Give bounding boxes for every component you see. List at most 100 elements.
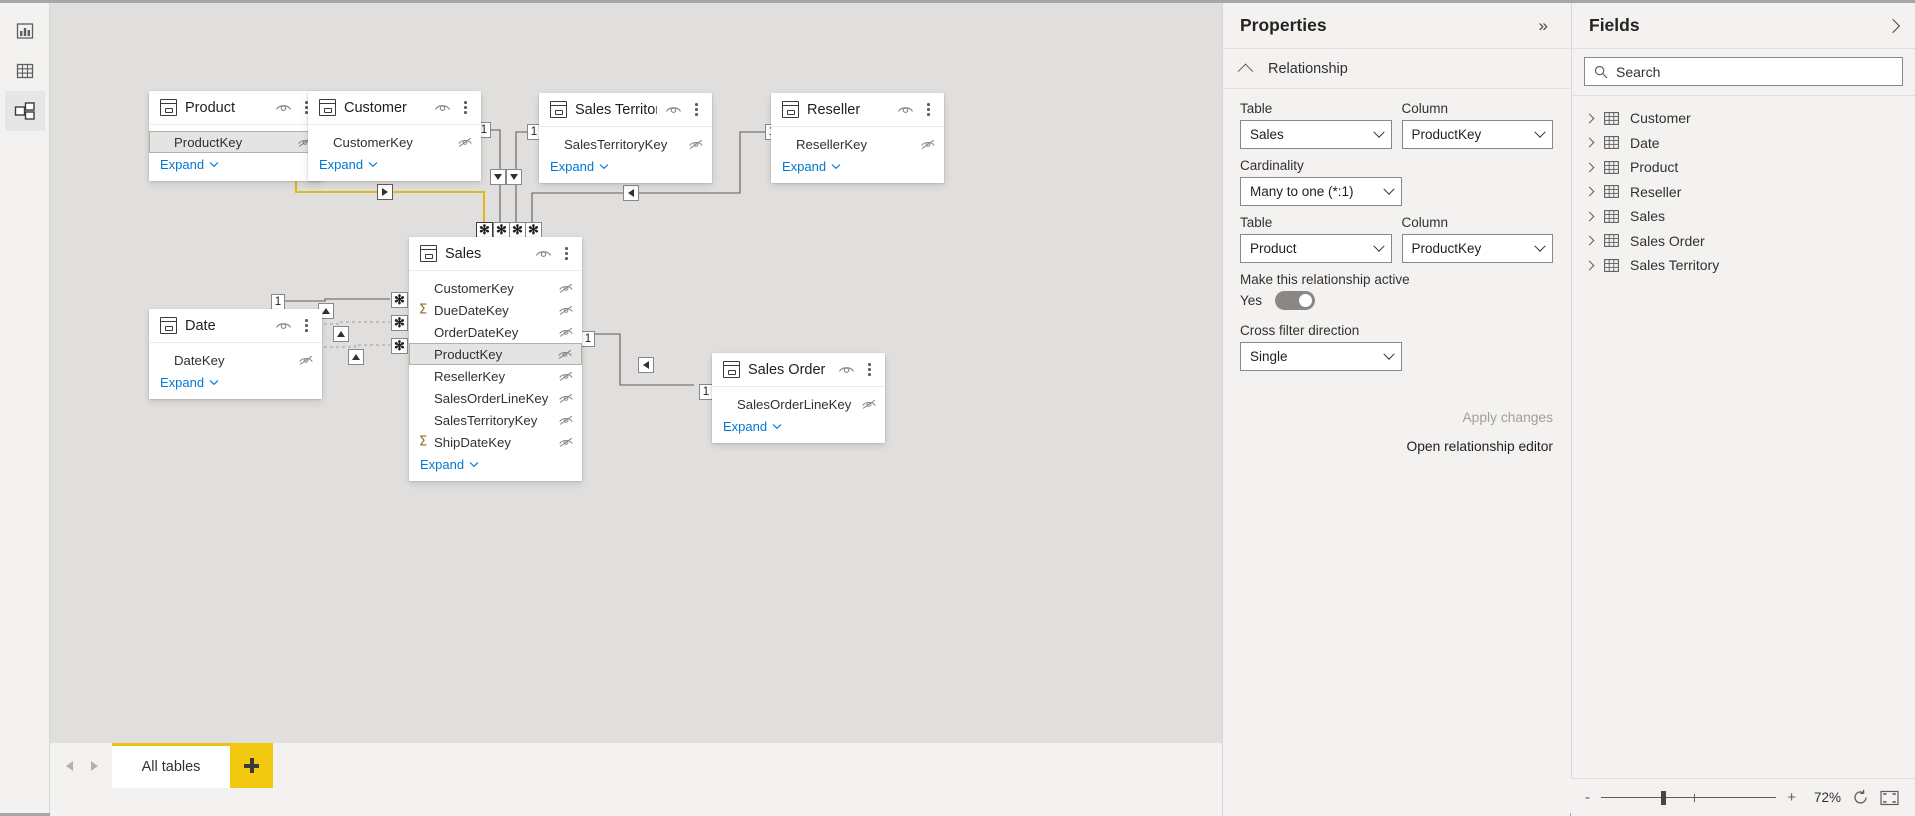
fields-tree-item-sales-territory[interactable]: Sales Territory (1572, 253, 1915, 278)
search-input[interactable] (1616, 63, 1893, 80)
hide-eye-icon[interactable] (275, 319, 292, 333)
field-row[interactable]: ProductKey (409, 343, 582, 365)
field-row[interactable]: ResellerKey (771, 133, 944, 155)
zoom-out-button[interactable]: - (1585, 789, 1590, 806)
zoom-slider[interactable] (1601, 790, 1777, 805)
hide-eye-icon[interactable] (434, 101, 451, 115)
chevron-right-icon[interactable] (1584, 113, 1595, 124)
hidden-eye-off-icon[interactable] (298, 354, 314, 367)
zoom-in-button[interactable]: + (1787, 789, 1796, 806)
sidebar-item-report-view[interactable] (5, 11, 45, 51)
expand-table-link[interactable]: Expand (308, 153, 481, 175)
table-card-header[interactable]: Product (149, 91, 322, 125)
to-table-select[interactable]: Product (1240, 234, 1392, 263)
collapse-properties-icon[interactable]: » (1538, 16, 1548, 35)
fields-tree-item-reseller[interactable]: Reseller (1572, 180, 1915, 205)
expand-table-link[interactable]: Expand (409, 453, 582, 475)
fields-tree-item-date[interactable]: Date (1572, 131, 1915, 156)
make-active-toggle[interactable] (1275, 291, 1316, 310)
expand-table-link[interactable]: Expand (539, 155, 712, 177)
fit-to-screen-icon[interactable] (1880, 790, 1899, 806)
hidden-eye-off-icon[interactable] (557, 348, 573, 361)
from-table-select[interactable]: Sales (1240, 120, 1392, 149)
hide-eye-icon[interactable] (535, 247, 552, 261)
table-card-header[interactable]: Date (149, 309, 322, 343)
chevron-right-icon[interactable] (1584, 260, 1595, 271)
hidden-eye-off-icon[interactable] (688, 138, 704, 151)
table-card-more-icon[interactable] (300, 101, 313, 114)
field-row[interactable]: SalesOrderLineKey (712, 393, 885, 415)
fields-tree-item-sales-order[interactable]: Sales Order (1572, 229, 1915, 254)
table-card-header[interactable]: Sales Territory (539, 93, 712, 127)
hide-eye-icon[interactable] (897, 103, 914, 117)
table-card-more-icon[interactable] (690, 103, 703, 116)
next-page-arrow[interactable] (91, 760, 98, 771)
hidden-eye-off-icon[interactable] (861, 398, 877, 411)
chevron-right-icon[interactable] (1584, 211, 1595, 222)
field-row[interactable]: CustomerKey (308, 131, 481, 153)
chevron-right-icon[interactable] (1584, 137, 1595, 148)
table-card-more-icon[interactable] (300, 319, 313, 332)
fields-tree-item-customer[interactable]: Customer (1572, 106, 1915, 131)
fields-tree-item-sales[interactable]: Sales (1572, 204, 1915, 229)
chevron-right-icon[interactable] (1584, 186, 1595, 197)
table-card-header[interactable]: Customer (308, 91, 481, 125)
field-row[interactable]: CustomerKey (409, 277, 582, 299)
field-row[interactable]: DateKey (149, 349, 322, 371)
reset-zoom-icon[interactable] (1852, 789, 1869, 806)
open-relationship-editor-link[interactable]: Open relationship editor (1406, 439, 1554, 454)
table-card-more-icon[interactable] (922, 103, 935, 116)
sidebar-item-data-view[interactable] (5, 51, 45, 91)
expand-table-link[interactable]: Expand (149, 371, 322, 393)
hidden-eye-off-icon[interactable] (558, 414, 574, 427)
chevron-right-icon[interactable] (1584, 235, 1595, 246)
fields-tree-item-product[interactable]: Product (1572, 155, 1915, 180)
field-row[interactable]: SalesTerritoryKey (409, 409, 582, 431)
relationship-section-header[interactable]: Relationship (1223, 49, 1570, 89)
hidden-eye-off-icon[interactable] (558, 392, 574, 405)
hidden-eye-off-icon[interactable] (558, 370, 574, 383)
table-card-more-icon[interactable] (560, 247, 573, 260)
table-card-sales-territory[interactable]: Sales TerritorySalesTerritoryKeyExpand (539, 93, 712, 183)
prev-page-arrow[interactable] (66, 760, 73, 771)
field-row[interactable]: OrderDateKey (409, 321, 582, 343)
field-row[interactable]: SalesOrderLineKey (409, 387, 582, 409)
table-card-header[interactable]: Sales Order (712, 353, 885, 387)
hidden-eye-off-icon[interactable] (457, 136, 473, 149)
expand-table-link[interactable]: Expand (149, 153, 322, 175)
table-card-header[interactable]: Sales (409, 237, 582, 271)
add-layout-button[interactable] (230, 743, 273, 788)
hidden-eye-off-icon[interactable] (558, 282, 574, 295)
chevron-right-icon[interactable] (1584, 162, 1595, 173)
table-card-header[interactable]: Reseller (771, 93, 944, 127)
hide-eye-icon[interactable] (838, 363, 855, 377)
tab-all-tables[interactable]: All tables (112, 743, 230, 788)
sidebar-item-model-view[interactable] (4, 91, 45, 131)
table-card-more-icon[interactable] (459, 101, 472, 114)
collapse-fields-icon[interactable] (1885, 18, 1901, 33)
from-column-select[interactable]: ProductKey (1401, 120, 1553, 149)
hide-eye-icon[interactable] (275, 101, 292, 115)
field-row[interactable]: ResellerKey (409, 365, 582, 387)
table-card-more-icon[interactable] (863, 363, 876, 376)
hidden-eye-off-icon[interactable] (920, 138, 936, 151)
to-column-select[interactable]: ProductKey (1401, 234, 1553, 263)
zoom-slider-handle[interactable] (1660, 790, 1666, 805)
field-row[interactable]: SalesTerritoryKey (539, 133, 712, 155)
cross-filter-select[interactable]: Single (1240, 342, 1402, 371)
hidden-eye-off-icon[interactable] (558, 436, 574, 449)
hidden-eye-off-icon[interactable] (558, 326, 574, 339)
field-row[interactable]: ProductKey (149, 131, 322, 153)
cardinality-select[interactable]: Many to one (*:1) (1240, 177, 1402, 206)
apply-changes-button[interactable]: Apply changes (1462, 410, 1553, 425)
hide-eye-icon[interactable] (665, 103, 682, 117)
model-canvas[interactable]: 1 1 1 1 ✻ ✻ ✻ ✻ ✻ ✻ ✻ 1 1 1 1 1 Prod (50, 3, 1222, 743)
expand-table-link[interactable]: Expand (771, 155, 944, 177)
